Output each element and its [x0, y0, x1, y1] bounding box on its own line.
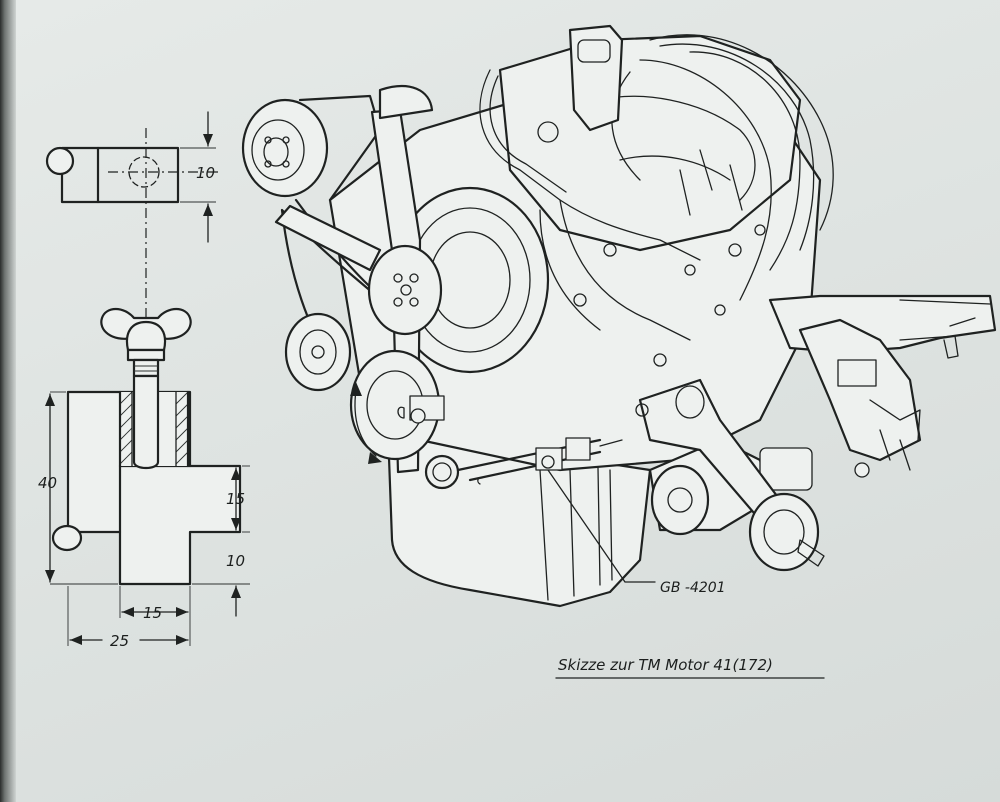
dim-base-height: 10	[226, 552, 245, 570]
dim-top-height: 10	[196, 164, 215, 182]
alternator-pulley	[241, 94, 382, 202]
dial-gauge-assembly	[424, 437, 623, 490]
side-view-dimensions: 40 15 10 15	[38, 391, 250, 650]
dim-step-height: 15	[226, 490, 245, 508]
dim-total-height: 40	[38, 474, 57, 492]
dim-total-width: 25	[110, 632, 129, 650]
engine-illustration	[241, 24, 997, 608]
caption-block: Skizze zur TM Motor 41(172)	[555, 656, 825, 679]
fuel-lines	[479, 69, 701, 341]
carburettor	[568, 24, 624, 132]
drawing-caption: Skizze zur TM Motor 41(172)	[558, 656, 773, 674]
crankshaft-pulley	[349, 349, 441, 464]
dim-inner-width: 15	[143, 604, 162, 622]
fixture-detail-drawing: 10	[38, 111, 250, 650]
callout-leader-line	[547, 469, 656, 583]
tool-callout-label: GB -4201	[660, 580, 726, 596]
wing-nut	[100, 307, 192, 378]
sheet-binding-edge	[0, 0, 16, 802]
bolt-details	[537, 121, 766, 417]
engine-mount-arm	[638, 378, 825, 572]
shift-linkage	[798, 318, 922, 478]
thread-hatching	[119, 391, 189, 465]
ignition-wires	[611, 34, 834, 301]
fixture-side-view	[51, 374, 242, 586]
fixture-top-view: 10	[45, 111, 220, 243]
water-pump-pulley	[367, 244, 443, 336]
idler-pulley	[284, 312, 352, 392]
mounted-fixture-tool	[397, 395, 445, 424]
